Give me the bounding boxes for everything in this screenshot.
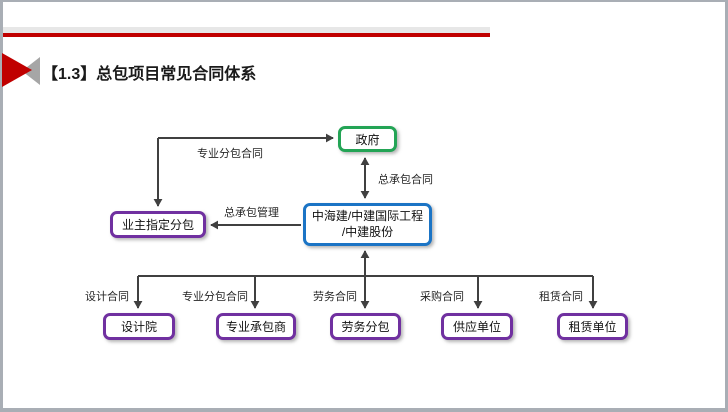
node-owner-designated-sub: 业主指定分包 [110, 211, 206, 238]
node-government: 政府 [338, 126, 397, 152]
node-government-label: 政府 [355, 132, 380, 147]
edge-label-design-contract: 设计合同 [85, 291, 129, 303]
slide-title: 【1.3】总包项目常见合同体系 [42, 66, 257, 83]
node-general-contractor-label-line1: 中海建/中建国际工程 [311, 208, 424, 223]
node-leasing-unit: 租赁单位 [557, 313, 628, 340]
node-supplier-label: 供应单位 [452, 320, 501, 334]
edge-label-labor-contract: 劳务合同 [313, 291, 357, 303]
node-supplier: 供应单位 [441, 313, 513, 340]
node-labor-subcontractor: 劳务分包 [330, 313, 401, 340]
node-design-institute-label: 设计院 [120, 320, 157, 334]
edge-label-specialty-subcontract-top: 专业分包合同 [197, 148, 263, 160]
node-leasing-unit-label: 租赁单位 [568, 320, 617, 334]
edge-label-general-contract-mgmt: 总承包管理 [224, 207, 279, 219]
node-specialty-contractor-label: 专业承包商 [225, 320, 286, 334]
node-design-institute: 设计院 [103, 313, 175, 340]
title-bullet-red-triangle-icon [2, 53, 32, 87]
edge-label-general-contract: 总承包合同 [378, 174, 433, 186]
node-labor-subcontractor-label: 劳务分包 [341, 320, 390, 334]
edge-label-procurement-contract: 采购合同 [420, 291, 464, 303]
header-gray-band [3, 27, 490, 33]
edge-label-leasing-contract: 租赁合同 [539, 291, 583, 303]
node-owner-designated-sub-label: 业主指定分包 [121, 218, 194, 232]
header-red-rule [3, 33, 490, 37]
edge-label-specialty-subcontract-bottom: 专业分包合同 [182, 291, 248, 303]
node-general-contractor: 中海建/中建国际工程 /中建股份 [303, 203, 432, 246]
node-specialty-contractor: 专业承包商 [216, 313, 296, 340]
node-general-contractor-label-line2: /中建股份 [341, 224, 394, 239]
